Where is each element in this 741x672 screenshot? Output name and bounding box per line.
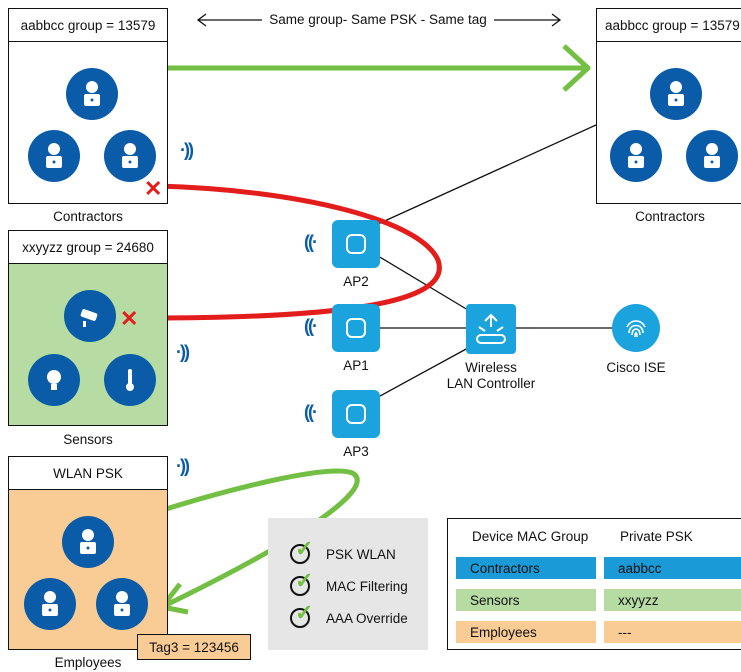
ap2-label: AP2 — [343, 274, 369, 289]
contractors-left-caption: Contractors — [53, 209, 123, 224]
user-laptop-icon — [62, 516, 114, 568]
psk-mapping-table: Device MAC Group Private PSK Contractors… — [447, 518, 741, 650]
checkmark-icon: ✓ — [290, 536, 313, 564]
table-cell-group: Employees — [456, 621, 596, 643]
table-cell-psk: xxyyzz — [604, 589, 741, 611]
table-cell-psk: aabbcc — [604, 557, 741, 579]
user-laptop-icon — [610, 130, 662, 182]
user-laptop-icon — [96, 578, 148, 630]
employees-label: WLAN PSK — [8, 456, 168, 490]
user-laptop-icon — [686, 130, 738, 182]
table-header: Device MAC Group — [472, 528, 589, 544]
checklist-item-label: PSK WLAN — [326, 546, 396, 562]
wifi-signal-icon: ·)) — [176, 342, 190, 362]
user-laptop-icon — [28, 130, 80, 182]
checklist-item-label: MAC Filtering — [326, 578, 408, 594]
top-banner-text: Same group- Same PSK - Same tag — [264, 12, 492, 27]
user-laptop-icon — [66, 68, 118, 120]
user-laptop-icon — [104, 130, 156, 182]
checklist-item: ✓ PSK WLAN — [290, 536, 396, 564]
contractors-left-label: aabbcc group = 13579 — [8, 8, 168, 42]
fingerprint-icon — [612, 304, 660, 352]
sensors-caption: Sensors — [63, 432, 113, 447]
user-laptop-icon — [650, 68, 702, 120]
camera-icon — [64, 290, 116, 342]
controller-label-line2: LAN Controller — [446, 376, 536, 391]
tag-label: Tag3 = 123456 — [137, 634, 251, 660]
thermometer-icon — [104, 354, 156, 406]
blocked-x-marker: ✕ — [144, 176, 163, 201]
lightbulb-icon — [28, 354, 80, 406]
table-cell-group: Contractors — [456, 557, 596, 579]
controller-label-line1: Wireless — [465, 360, 517, 375]
checkmark-icon: ✓ — [290, 600, 313, 628]
network-links — [377, 124, 612, 397]
ap1-label: AP1 — [343, 358, 369, 373]
wifi-signal-icon: ((· — [304, 402, 318, 422]
table-cell-group: Sensors — [456, 589, 596, 611]
employees-caption: Employees — [54, 655, 122, 670]
wireless-controller-icon — [466, 304, 516, 354]
wlan-config-checklist: ✓ PSK WLAN ✓ MAC Filtering ✓ AAA Overrid… — [268, 518, 428, 650]
user-laptop-icon — [24, 578, 76, 630]
access-point-icon — [332, 220, 380, 268]
access-point-icon — [332, 304, 380, 352]
wifi-signal-icon: ((· — [304, 232, 318, 252]
access-point-icon — [332, 390, 380, 438]
contractors-right-label: aabbcc group = 13579 — [596, 8, 741, 42]
red-blocked-arrow — [143, 183, 442, 338]
checklist-item-label: AAA Override — [326, 610, 408, 626]
contractors-right-caption: Contractors — [635, 209, 705, 224]
wifi-signal-icon: ·)) — [176, 456, 190, 476]
checklist-item: ✓ AAA Override — [290, 600, 408, 628]
ise-label: Cisco ISE — [606, 360, 666, 375]
same-group-arrow — [196, 13, 562, 27]
wifi-signal-icon: ·)) — [180, 140, 194, 160]
table-cell-psk: --- — [604, 621, 741, 643]
table-header: Private PSK — [620, 528, 693, 544]
sensors-label: xxyyzz group = 24680 — [8, 230, 168, 264]
checklist-item: ✓ MAC Filtering — [290, 568, 408, 596]
green-allowed-arrow-contractors — [168, 44, 591, 92]
blocked-x-marker: ✕ — [120, 306, 139, 331]
ap3-label: AP3 — [343, 444, 369, 459]
wifi-signal-icon: ((· — [304, 316, 318, 336]
checkmark-icon: ✓ — [290, 568, 313, 596]
